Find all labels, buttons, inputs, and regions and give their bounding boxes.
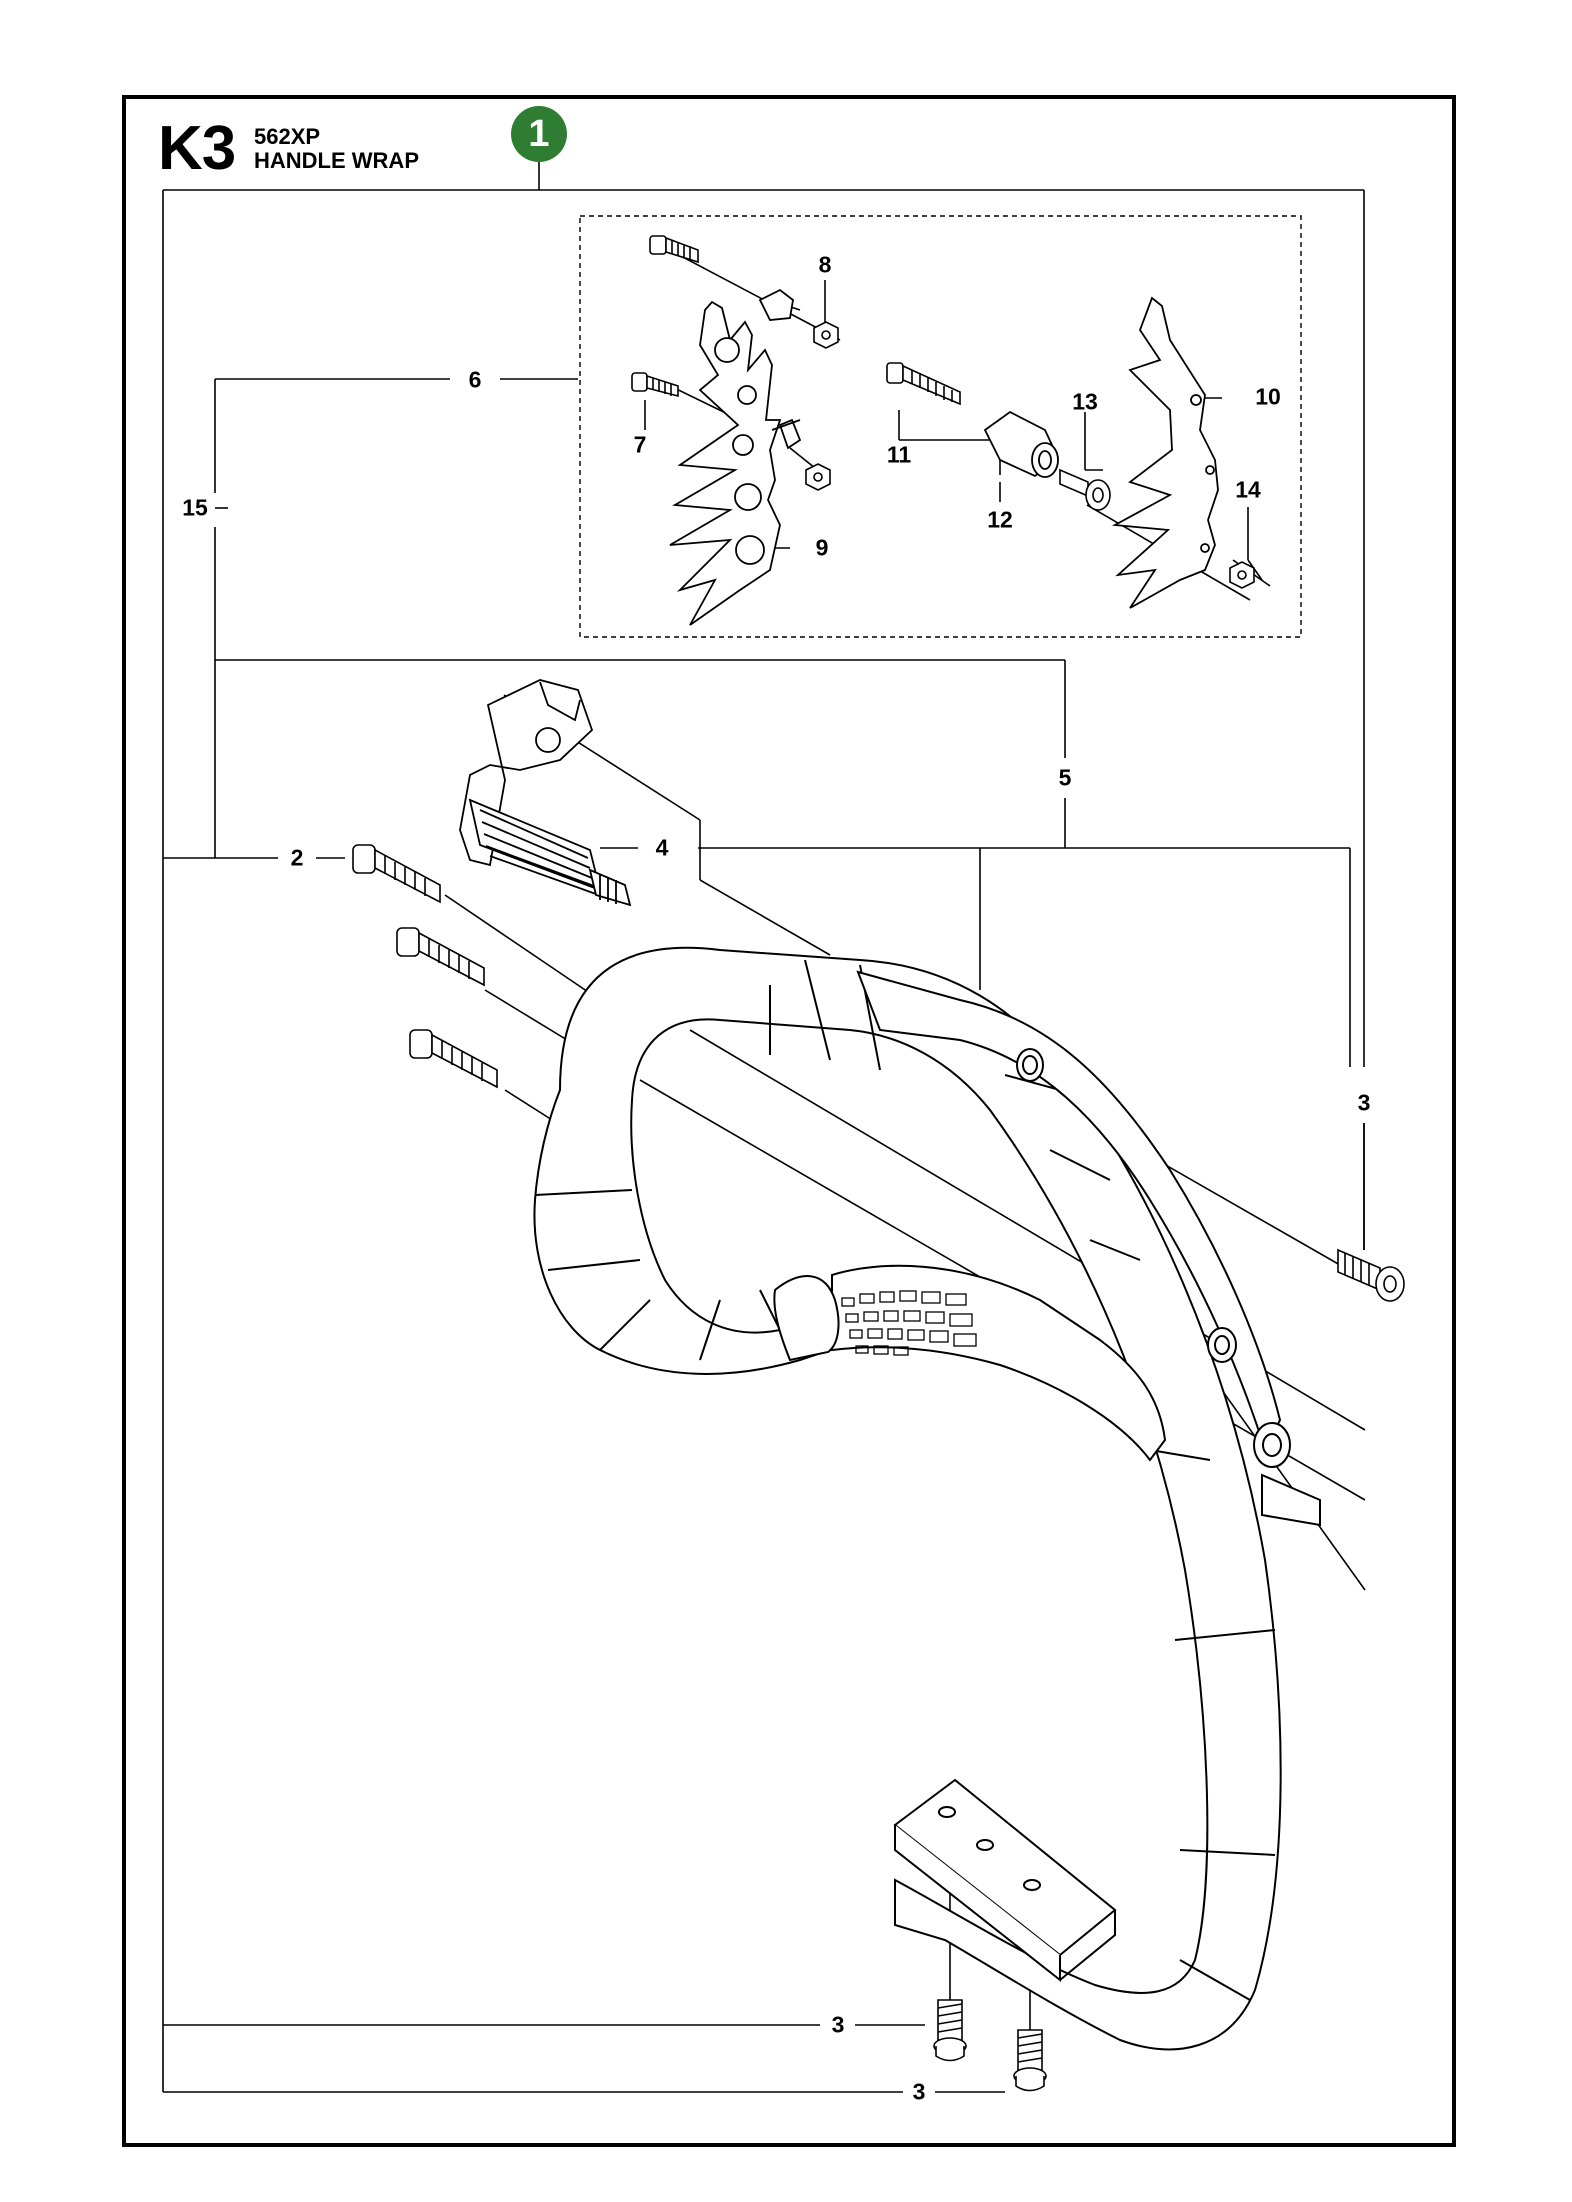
callout-11: 11 [886,441,912,468]
callout-2: 2 [290,844,304,871]
callout-8: 8 [818,251,832,278]
screw-part-11 [886,362,961,406]
screw-part-7 [631,372,679,398]
callout-13: 13 [1072,388,1098,415]
model-label: 562XP [254,124,321,149]
nut-part-14 [1229,561,1255,589]
callout-3-bottom-a: 3 [831,2011,845,2038]
callout-3-right: 3 [1357,1089,1371,1116]
bracket-plate [893,1778,1117,1983]
callout-5: 5 [1058,764,1072,791]
bolt-part-13 [1059,468,1111,511]
sleeve-part-12 [983,410,1060,478]
callout-14: 14 [1235,476,1261,503]
page-frame [122,95,1456,2147]
assembly-number-badge: 1 [511,106,567,162]
section-code: K3 [158,114,236,183]
callout-12: 12 [987,506,1013,533]
screw-part-3-bottom-b [1013,2029,1047,2092]
screw-part-8 [649,235,699,264]
page-title: HANDLE WRAP [254,148,419,173]
screw-part-3-bottom-a [933,1999,967,2062]
screw-part-2-c [409,1029,498,1089]
callout-9: 9 [815,534,829,561]
callout-15: 15 [182,494,208,521]
detail-box [579,215,1302,638]
nut-part-7 [805,463,831,491]
front-handle-part [533,946,1321,2051]
callout-6: 6 [468,366,482,393]
av-spring-part-4 [459,679,632,907]
screw-part-2-b [396,927,485,987]
screw-part-3-right [1337,1248,1405,1302]
callout-3-bottom-b: 3 [912,2078,926,2105]
spike-plate-part-10 [1111,296,1219,609]
nut-part-8 [813,321,839,349]
callout-7: 7 [633,431,647,458]
callout-10: 10 [1255,383,1281,410]
screw-part-2-a [352,844,441,904]
spike-plate-part-9 [669,288,802,626]
callout-4: 4 [655,834,669,861]
